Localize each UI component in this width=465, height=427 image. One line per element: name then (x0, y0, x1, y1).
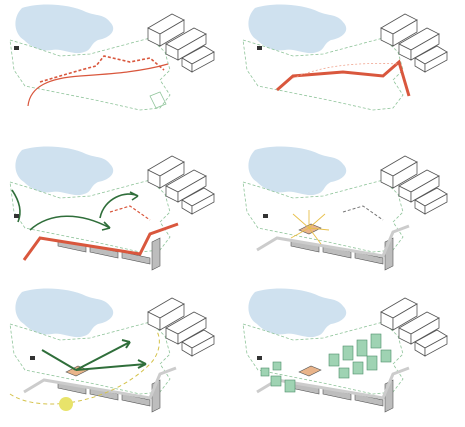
flow-arrow-icon (29, 215, 111, 231)
sun-icon (59, 397, 73, 411)
panel-sun-views (0, 284, 232, 426)
main-route (22, 222, 179, 261)
building-blocks (380, 297, 448, 357)
circulation-diagram (9, 146, 215, 271)
sun-views-diagram (9, 288, 215, 413)
pavilion-shape (65, 365, 89, 377)
massing-block-icon (260, 333, 392, 393)
building-blocks (380, 155, 448, 215)
panel-focal-pavilion (233, 142, 465, 284)
focal-pavilion-diagram (242, 146, 448, 271)
panel-existing-routes (0, 0, 232, 142)
radiating-lines-icon (290, 210, 330, 245)
marker-square (263, 214, 268, 218)
flow-arrow-icon (11, 189, 21, 223)
panel-circulation (0, 142, 232, 284)
dashed-path (342, 205, 384, 221)
secondary-path (292, 63, 400, 79)
main-route-muted (256, 366, 410, 400)
main-axis-diagram (242, 4, 448, 111)
marker-square (257, 356, 262, 360)
arrowhead (101, 221, 111, 231)
building-massing-diagram (242, 288, 448, 413)
existing-routes-diagram (9, 4, 215, 111)
curved-route-icon (27, 63, 169, 107)
panel-main-axis (233, 0, 465, 142)
site-boundary (242, 321, 404, 395)
pavilion-shape (298, 365, 322, 377)
building-blocks (147, 155, 215, 215)
main-route-muted (23, 366, 177, 400)
view-arrow-icon (41, 339, 147, 371)
main-route-muted (256, 224, 410, 258)
building-blocks (147, 13, 215, 73)
dashed-path-icon (39, 55, 165, 83)
axis-route-icon (276, 59, 411, 97)
marker-square (30, 356, 35, 360)
sun-path (9, 329, 160, 405)
site-boundary (9, 37, 171, 111)
dashed-path (109, 205, 151, 221)
marker-square (14, 214, 19, 218)
marker-square (14, 46, 19, 50)
arrowhead (129, 191, 139, 201)
dock-outline (149, 91, 167, 109)
marker-square (257, 46, 262, 50)
building-blocks (380, 13, 448, 73)
flow-arrow-icon (99, 193, 139, 219)
building-blocks (147, 297, 215, 357)
panel-building-massing (233, 284, 465, 426)
